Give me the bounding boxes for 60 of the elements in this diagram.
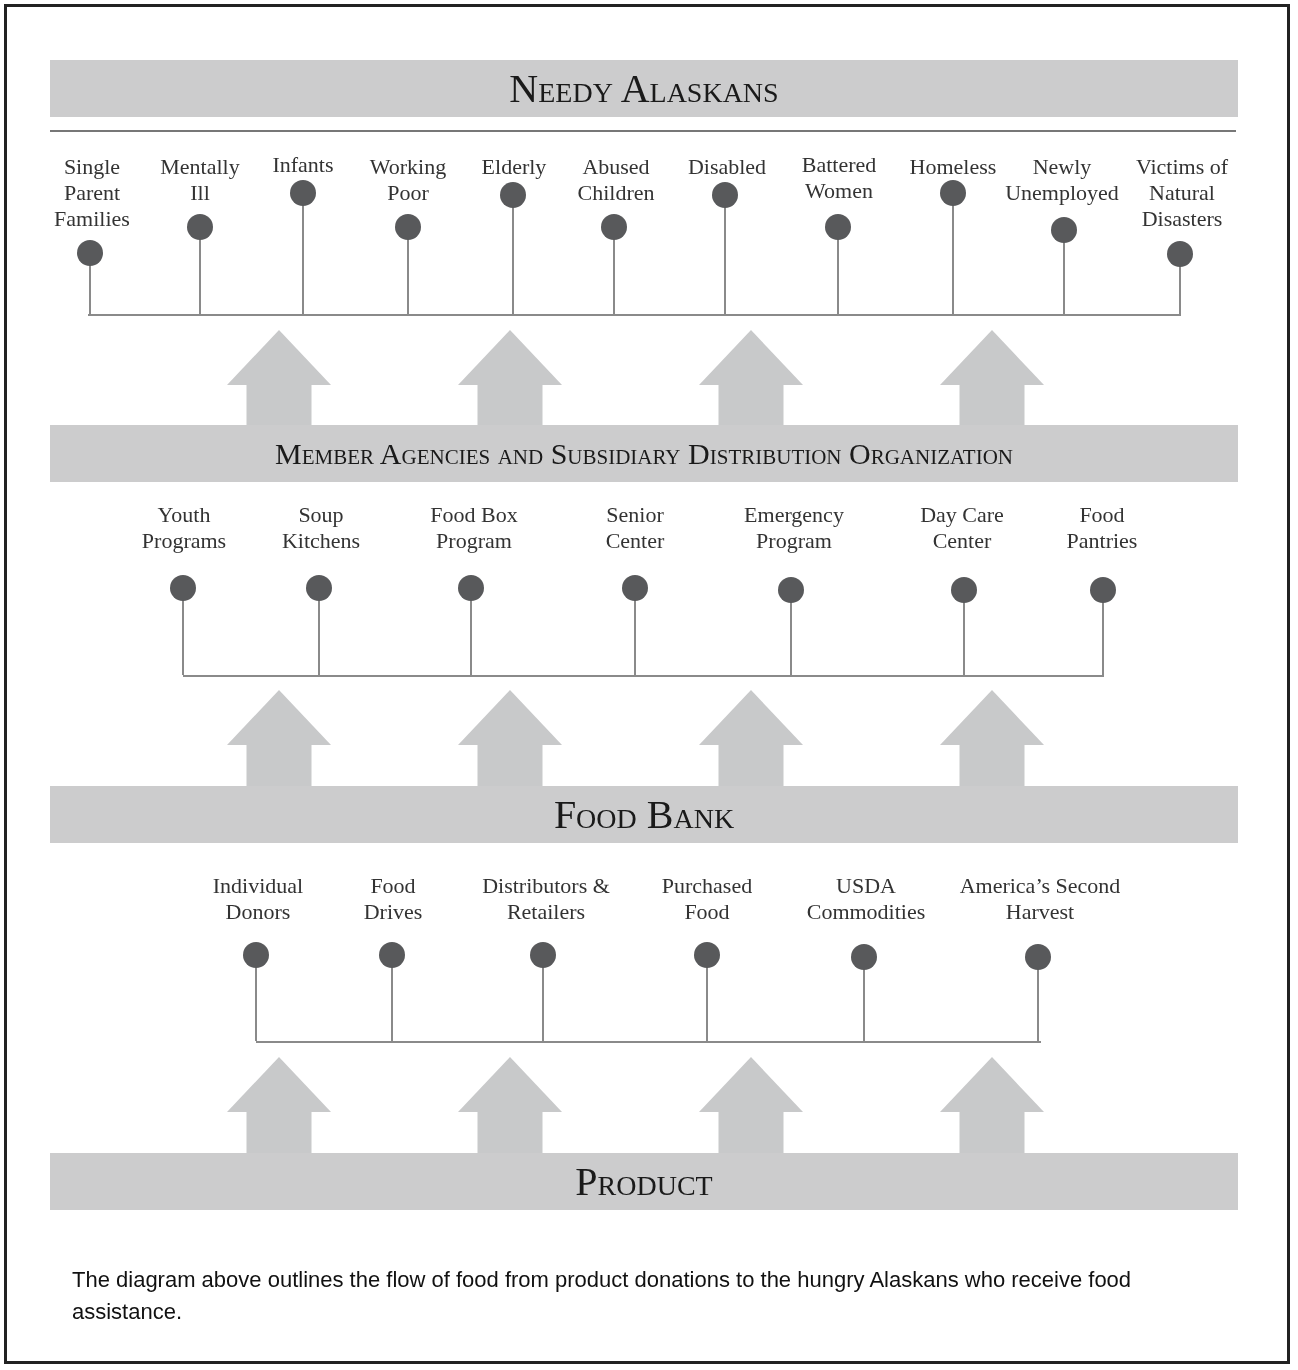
pin-connector <box>187 214 213 315</box>
group-label: America’s Second Harvest <box>950 873 1130 957</box>
pin-connector <box>306 575 332 676</box>
pin-connector <box>77 240 103 315</box>
group-label: Single Parent Families <box>42 154 142 253</box>
heading-band: Needy Alaskans <box>50 60 1238 117</box>
pin-connector <box>458 575 484 676</box>
group-label: Emergency Program <box>734 502 854 590</box>
block-arrow <box>227 690 331 786</box>
pin-connector <box>712 182 738 315</box>
heading-band: Product <box>50 1153 1238 1210</box>
group-label: Mentally Ill <box>150 154 250 227</box>
pin-connector <box>951 577 977 676</box>
group-label: Day Care Center <box>912 502 1012 590</box>
pin-connector <box>622 575 648 676</box>
group-label: Soup Kitchens <box>266 502 376 588</box>
caption: The diagram above outlines the flow of food from product donations to the hungry Alaskans who receive food assistance. <box>72 1266 1133 1326</box>
pin-connector <box>940 180 966 315</box>
pin-connector <box>1051 217 1077 315</box>
heading-band: Food Bank <box>50 786 1238 843</box>
pin-connector <box>530 942 556 1042</box>
pin-connector <box>778 577 804 676</box>
pin-connector <box>395 214 421 315</box>
group-label: Food Box Program <box>419 502 529 588</box>
group-label: Newly Unemployed <box>1000 154 1124 230</box>
group-label: Purchased Food <box>652 873 762 955</box>
group-label: Elderly <box>464 154 564 195</box>
pin-connector <box>851 944 877 1042</box>
pin-connector <box>500 182 526 315</box>
pin-connector <box>290 180 316 315</box>
pin-connector <box>1167 241 1193 315</box>
group-label: Infants <box>253 152 353 193</box>
group-label: Battered Women <box>789 152 889 227</box>
pin-connector <box>243 942 269 1042</box>
pin-connector <box>694 942 720 1042</box>
group-label: Homeless <box>904 154 1002 193</box>
pin-connector <box>1025 944 1051 1042</box>
group-label: USDA Commodities <box>796 873 936 957</box>
pin-connector <box>825 214 851 315</box>
block-arrow <box>699 1057 803 1153</box>
group-label: Victims of Natural Disasters <box>1127 154 1237 254</box>
pin-connector <box>1090 577 1116 676</box>
block-arrow <box>227 1057 331 1153</box>
pin-connector <box>379 942 405 1042</box>
block-arrow <box>458 690 562 786</box>
group-label: Youth Programs <box>129 502 239 588</box>
block-arrow <box>940 330 1044 425</box>
block-arrow <box>940 1057 1044 1153</box>
group-label: Abused Children <box>566 154 666 227</box>
pin-connector <box>170 575 196 676</box>
group-label: Distributors & Retailers <box>481 873 611 955</box>
group-label: Food Drives <box>348 873 438 955</box>
group-label: Working Poor <box>358 154 458 227</box>
group-label: Individual Donors <box>198 873 318 955</box>
heading-band: Member Agencies and Subsidiary Distribution Organization <box>50 425 1238 482</box>
pin-connector <box>601 214 627 315</box>
group-label: Senior Center <box>585 502 685 588</box>
group-label: Food Pantries <box>1052 502 1152 590</box>
block-arrow <box>458 1057 562 1153</box>
group-label: Disabled <box>677 154 777 195</box>
